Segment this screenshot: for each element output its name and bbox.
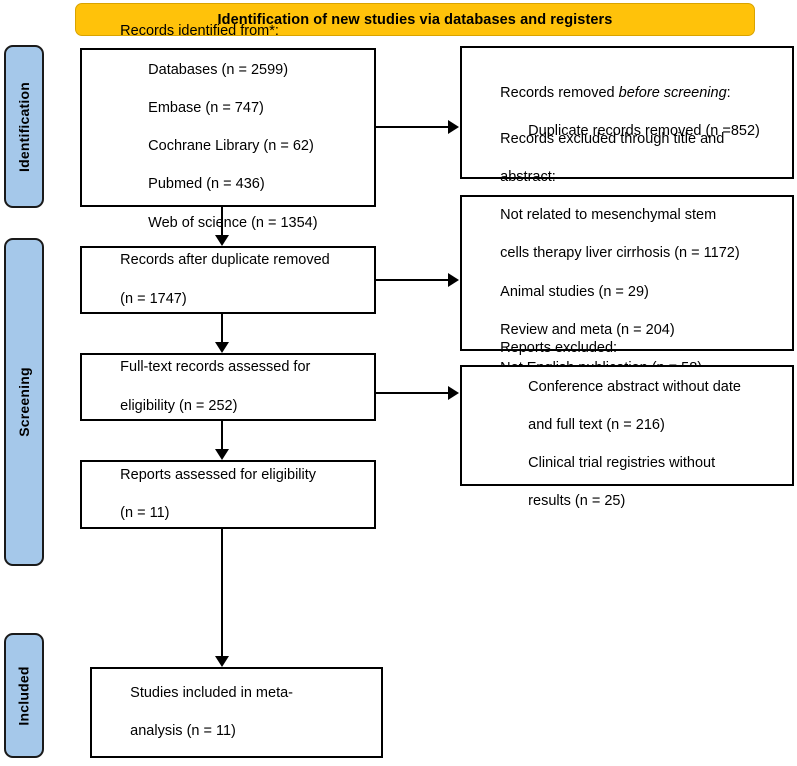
excluded-title-line-4: Animal studies (n = 29): [500, 283, 649, 300]
arrowhead-after-duplicate-to-fulltext: [215, 342, 229, 353]
box-fulltext-records-assessed: Full-text records assessed for eligibili…: [80, 353, 376, 421]
records-identified-item-4: Web of science (n = 1354): [148, 214, 318, 231]
box-fulltext-records-assessed-text: Full-text records assessed for eligibili…: [82, 339, 318, 435]
phase-bar-identification: Identification: [4, 45, 44, 208]
phase-bar-included: Included: [4, 633, 44, 758]
reports-excluded-heading: Reports excluded:: [500, 340, 618, 357]
removed-before-heading-suffix: :: [726, 84, 731, 101]
phase-bar-screening: Screening: [4, 238, 44, 566]
fulltext-line-1: eligibility (n = 252): [120, 397, 238, 414]
reports-excluded-item-3: results (n = 25): [528, 493, 626, 510]
box-reports-assessed-for-eligibility-text: Reports assessed for eligibility (n = 11…: [82, 447, 324, 543]
included-final-line-1: analysis (n = 11): [130, 723, 236, 740]
box-studies-included-in-meta-analysis: Studies included in meta- analysis (n = …: [90, 667, 383, 758]
reports-excluded-item-2: Clinical trial registries without: [528, 455, 716, 472]
arrowhead-identified-to-after-duplicate: [215, 235, 229, 246]
box-records-after-duplicate-removed-text: Records after duplicate removed (n = 174…: [82, 232, 338, 328]
connector-fulltext-to-reports-excluded: [376, 392, 448, 394]
removed-before-heading-prefix: Records removed: [500, 84, 619, 101]
diagram-banner: Identification of new studies via databa…: [75, 3, 755, 36]
connector-identified-to-removed-before: [376, 126, 448, 128]
box-reports-assessed-for-eligibility: Reports assessed for eligibility (n = 11…: [80, 460, 376, 529]
connector-reports-assessed-to-included-final: [221, 529, 223, 656]
connector-identified-to-after-duplicate: [221, 207, 223, 235]
after-duplicate-line-1: (n = 1747): [120, 290, 187, 307]
reports-excluded-item-0: Conference abstract without date: [528, 378, 741, 395]
excluded-title-line-2: Not related to mesenchymal stem: [500, 207, 717, 224]
excluded-title-line-3: cells therapy liver cirrhosis (n = 1172): [500, 245, 740, 262]
arrowhead-fulltext-to-reports-excluded: [448, 386, 459, 400]
connector-after-duplicate-to-fulltext: [221, 314, 223, 342]
records-identified-heading: Records identified from*:: [120, 23, 279, 40]
arrowhead-identified-to-removed-before: [448, 120, 459, 134]
box-records-identified-text: Records identified from*: Databases (n =…: [82, 3, 326, 252]
connector-fulltext-to-reports-assessed: [221, 421, 223, 449]
removed-before-item-0: Duplicate records removed (n =852): [528, 123, 760, 140]
phase-label-screening: Screening: [16, 367, 32, 437]
reports-assessed-line-1: (n = 11): [120, 505, 170, 522]
records-identified-item-3: Pubmed (n = 436): [148, 176, 265, 193]
removed-before-heading-italic: before screening: [618, 84, 727, 101]
box-records-identified: Records identified from*: Databases (n =…: [80, 23, 376, 231]
box-studies-included-in-meta-analysis-text: Studies included in meta- analysis (n = …: [92, 665, 301, 761]
reports-excluded-item-1: and full text (n = 216): [528, 416, 665, 433]
excluded-title-line-1: abstract:: [500, 168, 556, 185]
banner-title: Identification of new studies via databa…: [217, 11, 613, 28]
box-reports-excluded-text: Reports excluded: Conference abstract wi…: [462, 320, 749, 530]
fulltext-line-0: Full-text records assessed for: [120, 359, 311, 376]
box-records-removed-before-screening-text: Records removed before screening: Duplic…: [462, 65, 768, 161]
excluded-title-line-0: Records excluded through title and: [500, 130, 725, 147]
after-duplicate-line-0: Records after duplicate removed: [120, 252, 330, 269]
arrowhead-fulltext-to-reports-assessed: [215, 449, 229, 460]
arrowhead-reports-assessed-to-included-final: [215, 656, 229, 667]
phase-label-included: Included: [16, 665, 33, 726]
phase-label-identification: Identification: [16, 81, 33, 172]
included-final-line-0: Studies included in meta-: [130, 684, 293, 701]
box-records-removed-before-screening: Records removed before screening: Duplic…: [460, 46, 794, 179]
box-reports-excluded: Reports excluded: Conference abstract wi…: [460, 340, 794, 509]
reports-assessed-line-0: Reports assessed for eligibility: [120, 466, 317, 483]
records-identified-item-0: Databases (n = 2599): [148, 61, 289, 78]
connector-after-duplicate-to-excluded-title: [376, 279, 448, 281]
excluded-title-line-5: Review and meta (n = 204): [500, 321, 675, 338]
box-records-after-duplicate-removed: Records after duplicate removed (n = 174…: [80, 246, 376, 314]
arrowhead-after-duplicate-to-excluded-title: [448, 273, 459, 287]
records-identified-item-1: Embase (n = 747): [148, 99, 264, 116]
records-identified-item-2: Cochrane Library (n = 62): [148, 138, 314, 155]
